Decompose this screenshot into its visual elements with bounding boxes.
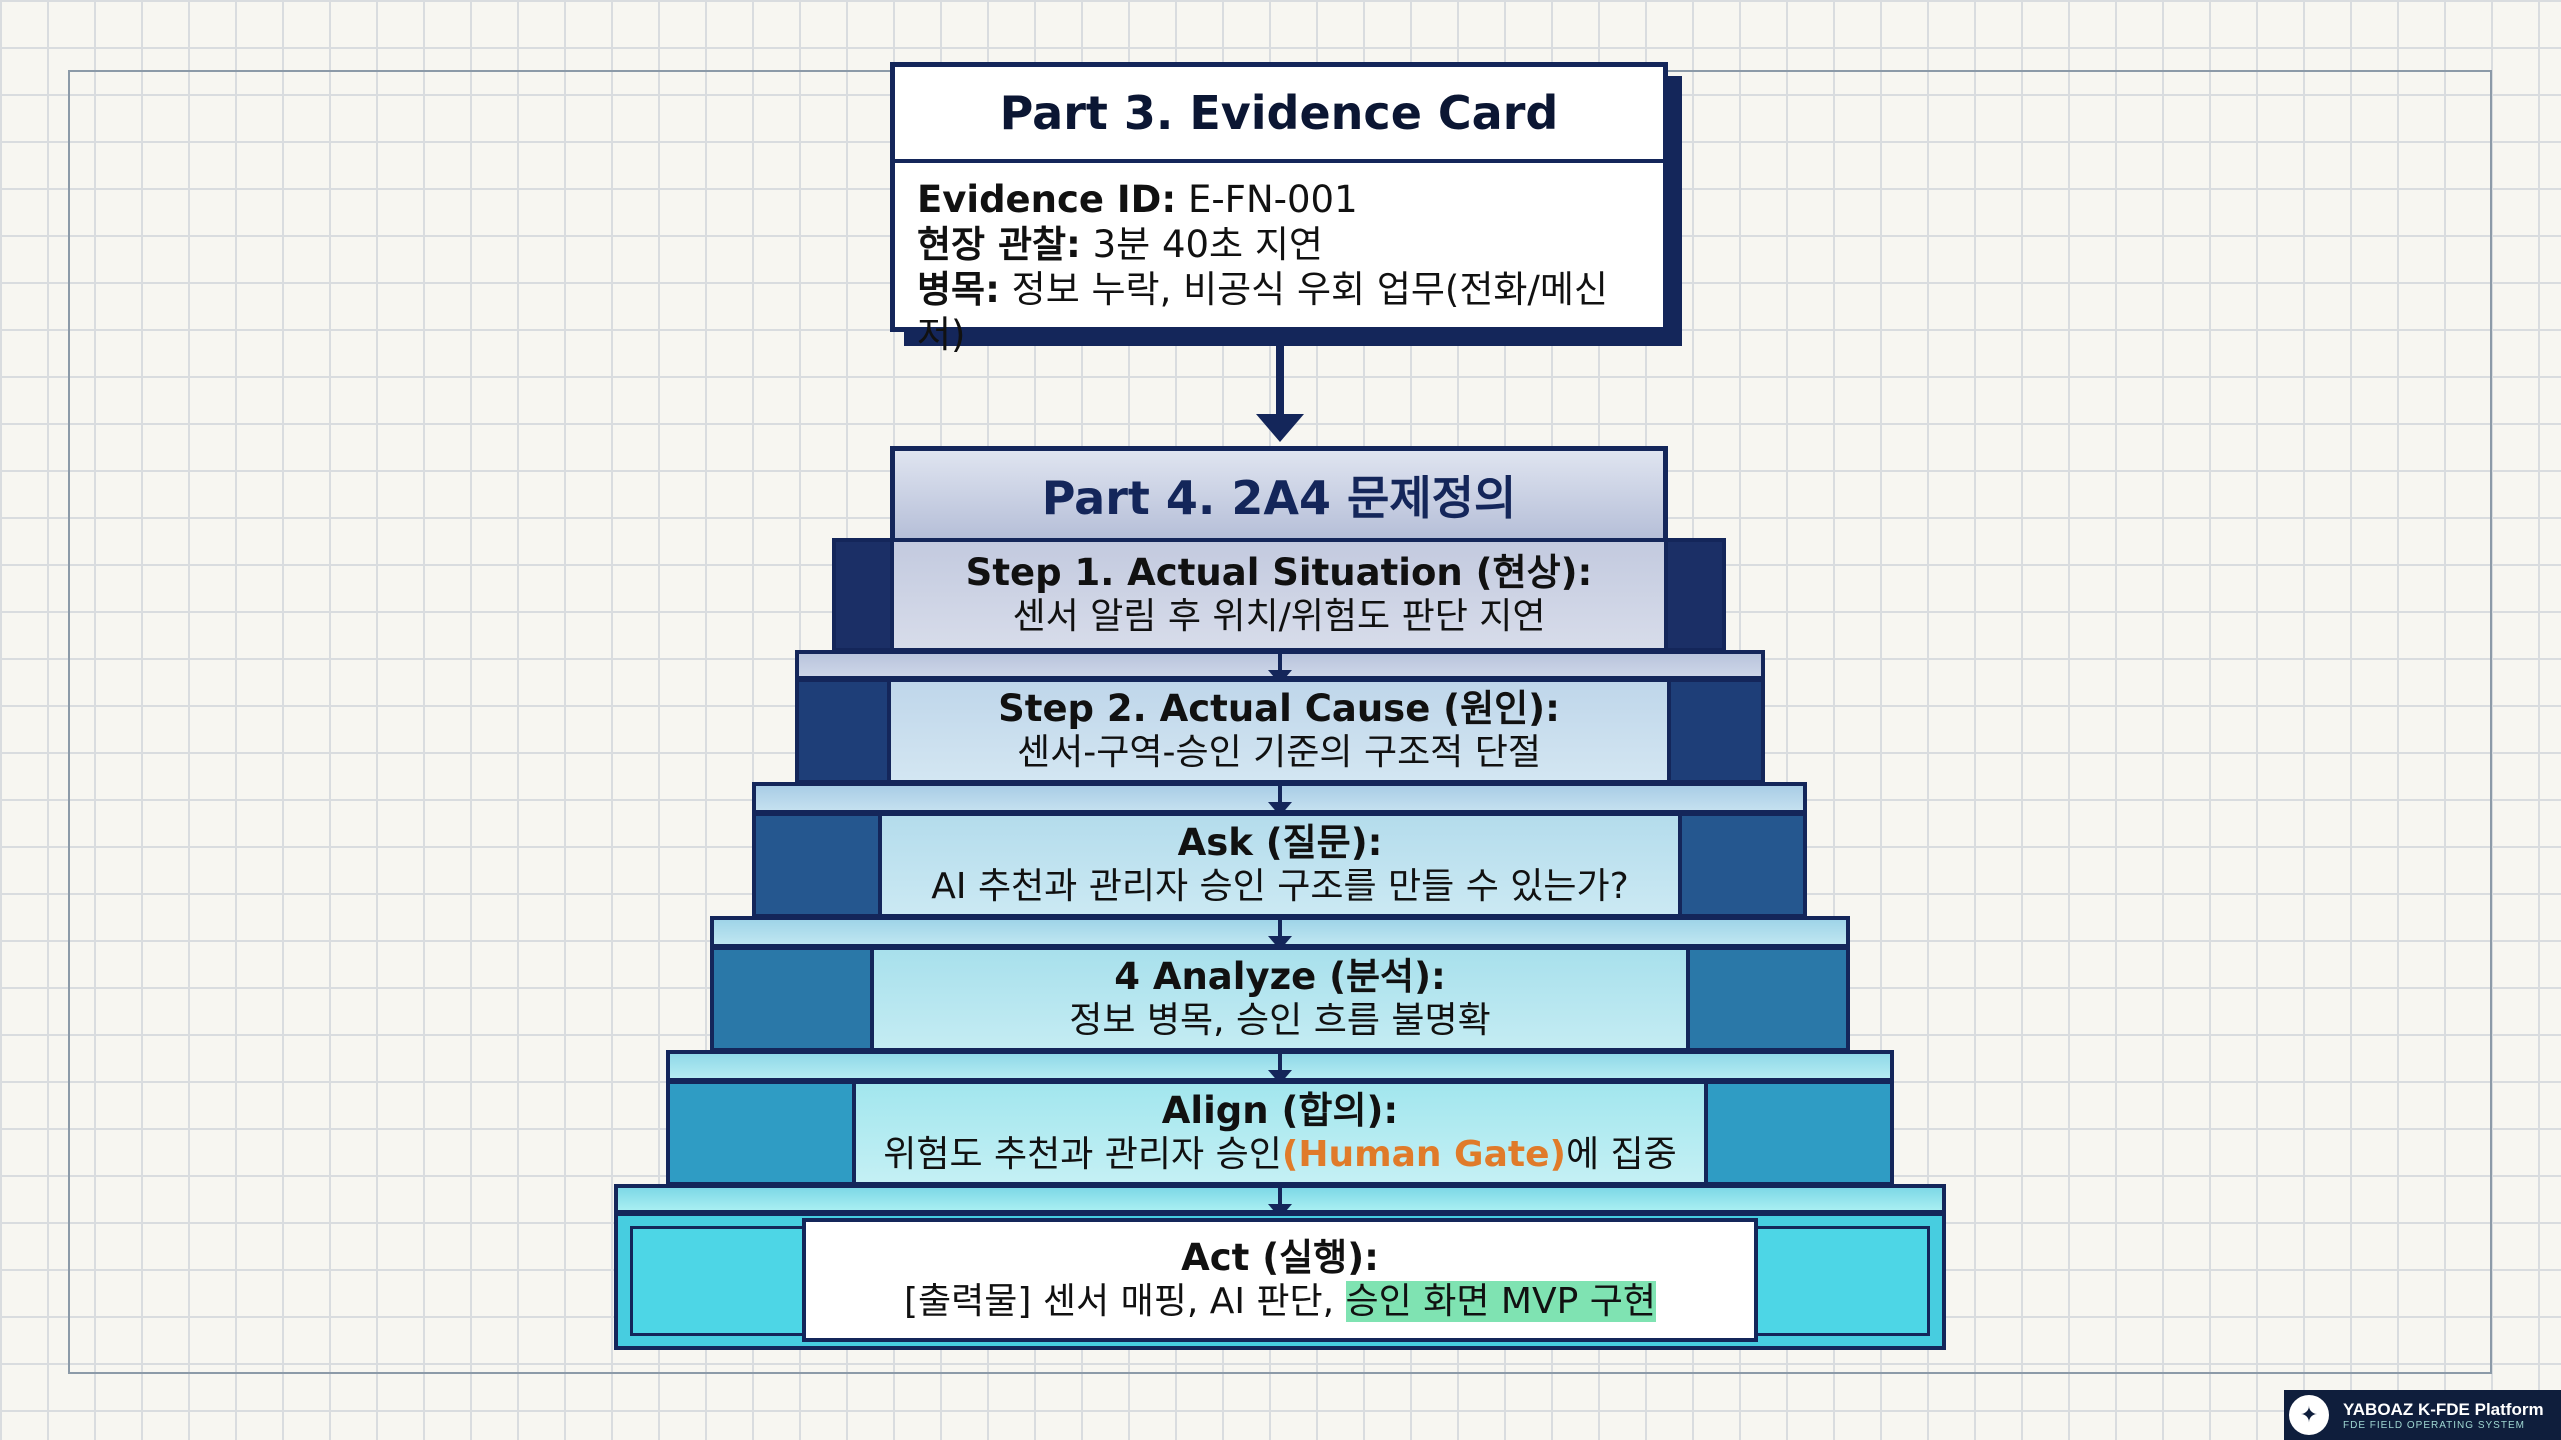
stair-left-6 [630,1226,806,1336]
down-arrow-icon [1256,414,1304,442]
step-act-title: Act (실행): [1181,1236,1379,1279]
platform-logo-tagline: FDE FIELD OPERATING SYSTEM [2343,1419,2525,1431]
step-2-desc: 센서-구역-승인 기준의 구조적 단절 [1017,732,1541,773]
bottleneck-label: 병목: [917,268,1000,311]
step-ask-card: Ask (질문): AI 추천과 관리자 승인 구조를 만들 수 있는가? [878,812,1682,918]
step-align-card: Align (합의): 위험도 추천과 관리자 승인(Human Gate)에 … [852,1080,1708,1186]
step-align-desc-suffix: 에 집중 [1565,1134,1677,1175]
step-1-card: Step 1. Actual Situation (현상): 센서 알림 후 위… [890,538,1668,652]
stair-left-2 [795,678,891,784]
evidence-card: Part 3. Evidence Card Evidence ID: E-FN-… [890,62,1668,356]
stair-left-4 [710,946,874,1052]
stair-right-4 [1686,946,1850,1052]
evidence-id-value: E-FN-001 [1176,178,1358,221]
step-align-title: Align (합의): [1161,1089,1399,1132]
step-ask-desc: AI 추천과 관리자 승인 구조를 만들 수 있는가? [931,866,1629,907]
step-analyze-title: 4 Analyze (분석): [1114,955,1446,998]
step-1-title: Step 1. Actual Situation (현상): [965,551,1593,594]
field-observation-value: 3분 40초 지연 [1080,223,1323,266]
step-arrow-2 [1268,784,1292,816]
step-analyze-desc: 정보 병목, 승인 흐름 불명확 [1069,1000,1491,1041]
stair-right-3 [1678,812,1807,918]
bottleneck-row: 병목: 정보 누락, 비공식 우회 업무(전화/메신저) [917,267,1641,357]
step-arrow-4 [1268,1052,1292,1084]
step-2-title: Step 2. Actual Cause (원인): [998,687,1560,730]
bottleneck-value: 정보 누락, 비공식 우회 업무(전화/메신저) [917,268,1608,356]
mvp-highlight: 승인 화면 MVP 구현 [1345,1281,1656,1322]
stair-left-1 [832,538,894,652]
evidence-card-body: Evidence ID: E-FN-001 현장 관찰: 3분 40초 지연 병… [895,163,1663,371]
stair-right-5 [1704,1080,1894,1186]
step-act-card: Act (실행): [출력물] 센서 매핑, AI 판단, 승인 화면 MVP … [802,1218,1758,1342]
step-1-desc: 센서 알림 후 위치/위험도 판단 지연 [1012,596,1546,637]
step-arrow-5 [1268,1186,1292,1218]
evidence-id-row: Evidence ID: E-FN-001 [917,177,1641,222]
evidence-card-title: Part 3. Evidence Card [895,67,1663,163]
human-gate-highlight: (Human Gate) [1281,1134,1566,1175]
step-act-desc-prefix: [출력물] 센서 매핑, AI 판단, [904,1281,1346,1322]
step-align-desc: 위험도 추천과 관리자 승인(Human Gate)에 집중 [883,1133,1677,1177]
step-act-desc: [출력물] 센서 매핑, AI 판단, 승인 화면 MVP 구현 [904,1280,1656,1324]
stair-right-6 [1754,1226,1930,1336]
stair-right-2 [1667,678,1765,784]
step-ask-title: Ask (질문): [1177,821,1383,864]
platform-logo: ✦ YABOAZ K-FDE Platform FDE FIELD OPERAT… [2284,1390,2561,1440]
stair-left-5 [666,1080,856,1186]
stair-left-3 [752,812,882,918]
platform-logo-text: YABOAZ K-FDE Platform FDE FIELD OPERATIN… [2343,1400,2544,1431]
step-arrow-1 [1268,652,1292,684]
step-arrow-3 [1268,918,1292,950]
connector-arrow-shaft [1276,344,1284,420]
step-analyze-card: 4 Analyze (분석): 정보 병목, 승인 흐름 불명확 [870,946,1690,1052]
field-observation-label: 현장 관찰: [917,223,1081,266]
field-observation-row: 현장 관찰: 3분 40초 지연 [917,222,1641,267]
platform-logo-icon: ✦ [2289,1395,2329,1435]
step-align-desc-prefix: 위험도 추천과 관리자 승인 [883,1134,1282,1175]
part4-title: Part 4. 2A4 문제정의 [890,446,1668,538]
evidence-id-label: Evidence ID: [917,178,1177,221]
platform-logo-name: YABOAZ K-FDE Platform [2343,1399,2544,1419]
stair-right-1 [1664,538,1726,652]
step-2-card: Step 2. Actual Cause (원인): 센서-구역-승인 기준의 … [887,678,1671,784]
